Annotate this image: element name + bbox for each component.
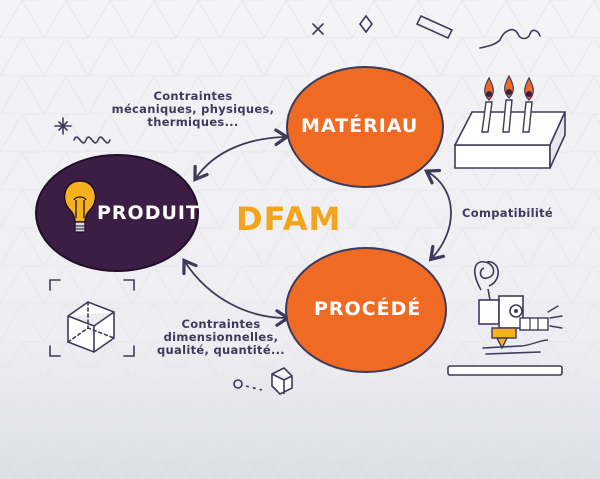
connectors	[182, 128, 452, 327]
spring-icon	[73, 136, 111, 144]
procede-label: PROCÉDÉ	[314, 298, 422, 320]
diagram-title: DFAM	[236, 200, 342, 238]
bottom-doodles	[233, 367, 293, 395]
bottom-constraints-line: dimensionnelles,	[163, 330, 279, 344]
squiggle-icon	[479, 28, 541, 49]
materiau-node	[286, 66, 444, 188]
bottom-constraints-line: qualité, quantité...	[157, 343, 285, 357]
top-constraints-line: thermiques...	[147, 115, 239, 129]
compatibility-label: Compatibilité	[462, 206, 554, 220]
produit-label: PRODUIT	[97, 202, 200, 224]
bottom-constraints-label: Contraintes dimensionnelles, qualité, qu…	[146, 318, 296, 357]
cube-icon	[49, 279, 135, 357]
top-constraints-label: Contraintes mécaniques, physiques, therm…	[103, 90, 283, 129]
bottom-constraints-line: Contraintes	[181, 317, 261, 331]
diamond-icon	[359, 14, 373, 34]
decorative-doodles	[54, 14, 541, 144]
stick-icon	[415, 14, 454, 40]
lightbulb-icon	[63, 180, 97, 233]
cross-icon	[312, 23, 324, 35]
star-icon	[54, 117, 72, 135]
procede-node	[285, 247, 447, 373]
top-constraints-line: mécaniques, physiques,	[111, 102, 275, 116]
arrow-produit-materiau	[193, 128, 290, 182]
materiau-label: MATÉRIAU	[301, 115, 419, 137]
arrow-produit-procede	[182, 258, 291, 327]
arrow-materiau-procede	[423, 168, 452, 262]
3d-printer-icon	[447, 261, 563, 376]
cake-icon	[453, 74, 567, 169]
top-constraints-line: Contraintes	[153, 89, 233, 103]
